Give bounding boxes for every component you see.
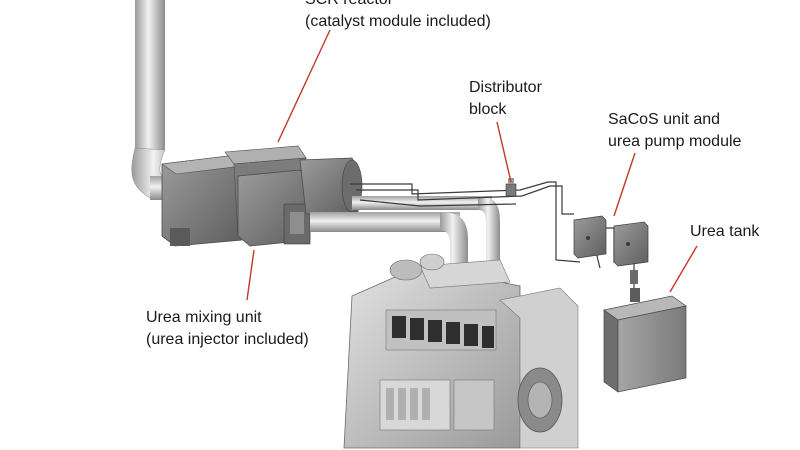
label-sacos-unit-line1: SaCoS unit and	[608, 111, 721, 128]
leader-line-distributor-block	[496, 121, 512, 183]
label-scr-reactor-line2: (catalyst module included)	[305, 13, 491, 30]
label-sacos-unit: SaCoS unit and urea pump module	[608, 109, 741, 153]
label-distributor-block-line1: Distributor	[469, 79, 542, 96]
label-urea-tank-line1: Urea tank	[690, 223, 760, 240]
diesel-engine	[343, 253, 579, 449]
leader-lines	[246, 29, 698, 301]
label-urea-mixing-unit-line2: (urea injector included)	[146, 331, 309, 348]
label-distributor-block: Distributor block	[469, 77, 542, 121]
label-urea-mixing-unit: Urea mixing unit (urea injector included…	[146, 307, 309, 351]
exhaust-pipes	[310, 196, 500, 272]
sacos-unit	[573, 215, 649, 284]
urea-tank	[603, 288, 687, 393]
leader-line-scr-reactor	[277, 29, 331, 143]
leader-line-urea-tank	[669, 245, 698, 293]
leader-line-urea-mixing-unit	[246, 249, 255, 301]
leader-line-sacos-unit	[613, 152, 636, 217]
label-sacos-unit-line2: urea pump module	[608, 133, 742, 150]
label-distributor-block-line2: block	[469, 101, 507, 118]
label-urea-mixing-unit-line1: Urea mixing unit	[146, 309, 262, 326]
label-scr-reactor: SCR reactor (catalyst module included)	[305, 0, 491, 33]
label-urea-tank: Urea tank	[690, 221, 759, 243]
label-scr-reactor-line1: SCR reactor	[305, 0, 491, 11]
scr-reactor	[161, 145, 363, 247]
